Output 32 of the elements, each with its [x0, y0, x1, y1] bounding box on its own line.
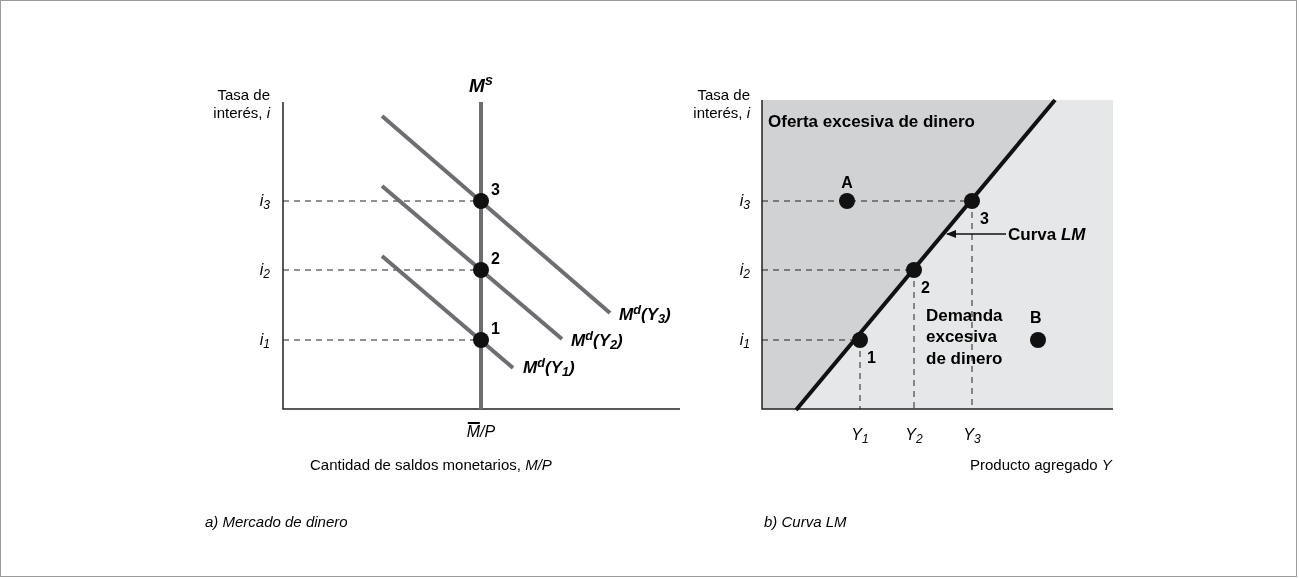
tick-label: Y$_{1}$: [851, 425, 869, 447]
tick-label: i$_{1}$: [739, 330, 750, 352]
point-label: 1: [491, 319, 500, 339]
curve-label: M$^{d}$(Y$_{2}$): [571, 328, 623, 354]
tick-label: Y$_{2}$: [905, 425, 923, 447]
tick-label: i$_{2}$: [259, 260, 270, 282]
tick-label: i$_{2}$: [739, 260, 750, 282]
tick-label: i$_{1}$: [259, 330, 270, 352]
region-label: Demanda excesiva de dinero: [926, 305, 1004, 369]
point-label: 3: [980, 209, 989, 229]
tick-label: Y$_{3}$: [963, 425, 981, 447]
point-label: 3: [491, 180, 500, 200]
point-label: 2: [921, 278, 930, 298]
panel-caption: a) Mercado de dinero: [205, 512, 348, 532]
curve-label: M$^{d}$(Y$_{1}$): [523, 355, 575, 381]
curve-label: M$^{d}$(Y$_{3}$): [619, 302, 671, 328]
tick-label: i$_{3}$: [739, 191, 750, 213]
axis-title: Tasa de interés, i: [692, 86, 750, 122]
axis-title: Cantidad de saldos monetarios, M/P: [310, 455, 552, 475]
tick-label: i$_{3}$: [259, 191, 270, 213]
region-label: Oferta excesiva de dinero: [768, 111, 975, 133]
point-label: A: [841, 173, 853, 193]
axis-title: Tasa de interés, i: [212, 86, 270, 122]
panel-caption: b) Curva LM: [764, 512, 847, 532]
point-label: B: [1030, 308, 1042, 328]
callout-label: Curva LM: [1008, 222, 1086, 248]
curve-label: M$^{s}$: [469, 72, 493, 98]
axis-title: Producto agregado Y: [970, 455, 1112, 475]
leader-line: [946, 230, 1007, 238]
point-label: 1: [867, 348, 876, 368]
point-label: 2: [491, 249, 500, 269]
tick-label: M/P: [466, 421, 496, 442]
